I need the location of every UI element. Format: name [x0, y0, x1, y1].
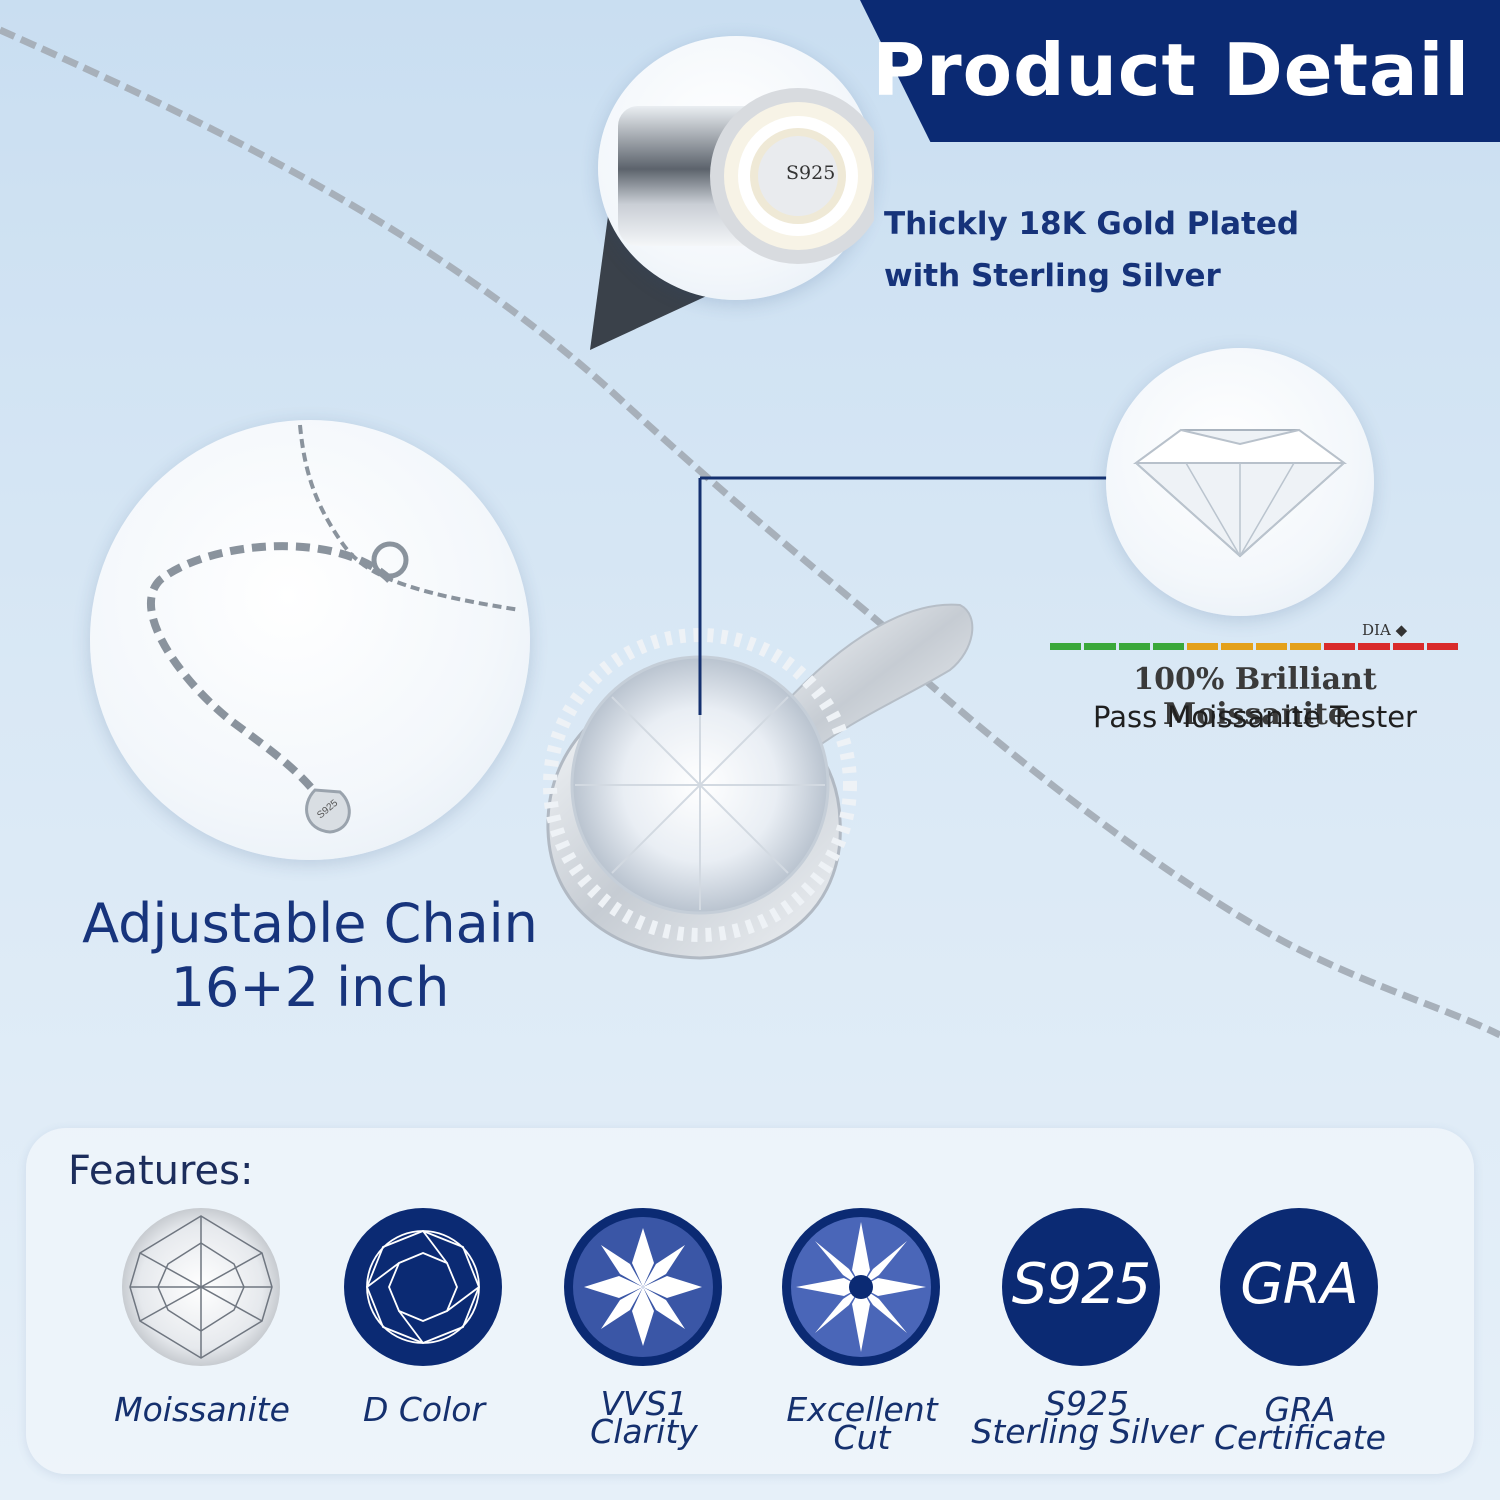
- brilliant-gem-icon: [1132, 428, 1348, 558]
- plating-line-1: Thickly 18K Gold Plated: [884, 206, 1300, 242]
- chain-caption-line-2: 16+2 inch: [170, 956, 450, 1019]
- plating-description: Thickly 18K Gold Plated with Sterling Si…: [884, 198, 1299, 302]
- tester-segment: [1392, 643, 1424, 650]
- s925-stamp-label: S925: [786, 162, 836, 184]
- s925-badge-icon: S925: [1002, 1208, 1160, 1366]
- tester-segment: [1358, 643, 1390, 650]
- tester-segment: [1324, 643, 1356, 650]
- plating-closeup-circle: S925: [598, 36, 886, 300]
- tester-segment: [1084, 643, 1116, 650]
- chain-strand-left: [0, 26, 903, 643]
- page-title: Product Detail: [872, 28, 1470, 112]
- header-banner: [860, 0, 1500, 142]
- plating-line-2: with Sterling Silver: [884, 258, 1221, 294]
- features-title: Features:: [68, 1148, 254, 1194]
- chain-strand-right: [922, 677, 1500, 1039]
- gem-closeup-circle: [1106, 348, 1374, 616]
- pendant-halo: [543, 628, 857, 942]
- feature-label-s925: S925 Sterling Silver: [971, 1384, 1203, 1451]
- tester-segment: [1152, 643, 1184, 650]
- tester-segment: [1289, 643, 1321, 650]
- extender-chain-icon: [146, 424, 521, 834]
- d-color-icon: [344, 1208, 502, 1366]
- gra-badge-icon: GRA: [1220, 1208, 1378, 1366]
- chain-caption-line-1: Adjustable Chain: [82, 892, 538, 955]
- features-panel: Features: Moissanite D Color: [26, 1128, 1474, 1474]
- vvs1-clarity-icon: [564, 1208, 722, 1366]
- tester-segment: [1187, 643, 1219, 650]
- dia-label: DIA ◆: [1362, 621, 1408, 639]
- tester-segment: [1221, 643, 1253, 650]
- pendant-bail: [768, 603, 974, 762]
- feature-label-vvs1: VVS1 Clarity: [590, 1384, 698, 1451]
- feature-label-gra: GRA Certificate: [1214, 1390, 1386, 1457]
- tester-segment: [1255, 643, 1287, 650]
- excellent-cut-icon: [782, 1208, 940, 1366]
- feature-label-d-color: D Color: [362, 1390, 486, 1429]
- tester-segment: [1050, 643, 1082, 650]
- moissanite-tester-bar: [1050, 643, 1458, 650]
- tester-segment: [1118, 643, 1150, 650]
- wire-cross-section-icon: [618, 88, 886, 264]
- tester-segment: [1426, 643, 1458, 650]
- feature-label-moissanite: Moissanite: [114, 1390, 290, 1429]
- chain-caption: Adjustable Chain 16+2 inch: [80, 892, 540, 1020]
- moissanite-tester-note: Pass Moissanite Tester: [1093, 700, 1417, 734]
- moissanite-headline: 100% Brilliant Moissanite: [1133, 662, 1377, 732]
- feature-label-excellent-cut: Excellent Cut: [786, 1390, 938, 1457]
- chain-closeup-circle: S925: [90, 420, 530, 860]
- diamond-icon: ◆: [1395, 621, 1408, 639]
- moissanite-gem-icon: [122, 1208, 280, 1366]
